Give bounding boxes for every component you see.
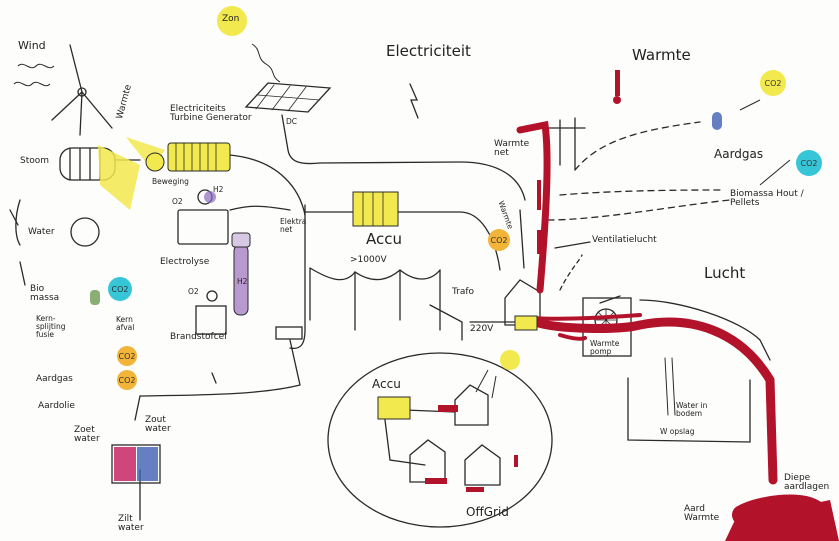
wire-net-vertical <box>289 204 306 350</box>
lucht-label: Lucht <box>704 264 746 282</box>
zon-label-top: Zon <box>222 14 240 24</box>
o2-label-electrolyse: O2 <box>172 197 183 206</box>
co2-badge-warmte-net: CO2 <box>488 229 510 251</box>
wire-electrolyse <box>229 205 291 211</box>
kernsplijting-label: Kern- splijting fusie <box>36 314 66 339</box>
wire-trafo-2 <box>429 304 463 341</box>
zout-water-label: Zout water <box>145 415 171 435</box>
aard-warmte-label: Aard Warmte <box>684 504 720 524</box>
co2-label: CO2 <box>118 375 136 385</box>
elektra-net-label: Elektra net <box>280 217 307 234</box>
electrolyse-label: Electrolyse <box>160 257 210 267</box>
zoet-water-label: Zoet water <box>74 425 100 445</box>
beweging-label: Beweging <box>152 177 189 186</box>
aardolie-label: Aardolie <box>38 401 75 411</box>
accu-offgrid-body <box>377 396 411 420</box>
wire-accu-right <box>379 211 501 271</box>
v220-label: 220V <box>470 324 494 334</box>
wire-salt <box>134 339 301 421</box>
co2-badge-aardgas-left: CO2 <box>117 346 137 366</box>
generator-label: Electriciteits Turbine Generator <box>170 104 252 124</box>
dc-label: DC <box>286 117 298 126</box>
wopslag-label: W opslag <box>660 427 695 436</box>
warmte-top-label: Warmte <box>632 46 691 64</box>
brandstofcel-label: Brandstofcel <box>170 332 227 342</box>
red-heat-mark-1 <box>438 405 458 412</box>
biomassa-left-label: Bio massa <box>30 284 60 304</box>
accu-main-label: Accu <box>366 230 402 248</box>
kv-label: >1000V <box>350 255 387 265</box>
o2-label-brandstofcel: O2 <box>188 287 199 296</box>
co2-badge-aardolie: CO2 <box>117 370 137 390</box>
co2-label: CO2 <box>490 235 508 245</box>
co2-badge-biomassa-right: CO2 <box>796 150 822 176</box>
co2-label: CO2 <box>118 351 136 361</box>
biomassa-right-label: Biomassa Hout / Pellets <box>730 189 804 209</box>
co2-label: CO2 <box>111 284 129 294</box>
accu-main-body <box>352 191 399 227</box>
water-label: Water <box>28 227 55 237</box>
offgrid-label: OffGrid <box>466 505 509 519</box>
kern-afval-label: Kern afval <box>116 315 135 332</box>
wire-generator <box>229 154 306 216</box>
h2-label-cylinder: H2 <box>237 277 248 286</box>
aardgas-right-label: Aardgas <box>714 147 764 161</box>
accu-offgrid-label: Accu <box>372 377 401 391</box>
trafo-label: Trafo <box>452 287 475 297</box>
electriciteit-title: Electriciteit <box>386 42 471 60</box>
warmte-net-label: Warmte net <box>494 139 530 159</box>
zilt-water-label: Zilt water <box>118 514 144 534</box>
h2-label-electrolyse: H2 <box>213 185 224 194</box>
generator-body <box>167 142 231 172</box>
co2-badge-aardgas-right: CO2 <box>760 70 786 96</box>
wind-label: Wind <box>18 39 46 52</box>
co2-label: CO2 <box>800 158 818 168</box>
water-in-bodem-label: Water in bodem <box>676 401 708 418</box>
aardgas-left-label: Aardgas <box>36 374 73 384</box>
stoom-label: Stoom <box>20 156 50 166</box>
wire-solar <box>281 114 526 201</box>
diepe-aardlagen-label: Diepe aardlagen <box>784 473 830 493</box>
co2-badge-biomassa: CO2 <box>108 277 132 301</box>
ventilatielucht-label: Ventilatielucht <box>592 235 657 245</box>
warmtepomp-label: Warmte pomp <box>590 339 620 356</box>
co2-label: CO2 <box>764 78 782 88</box>
